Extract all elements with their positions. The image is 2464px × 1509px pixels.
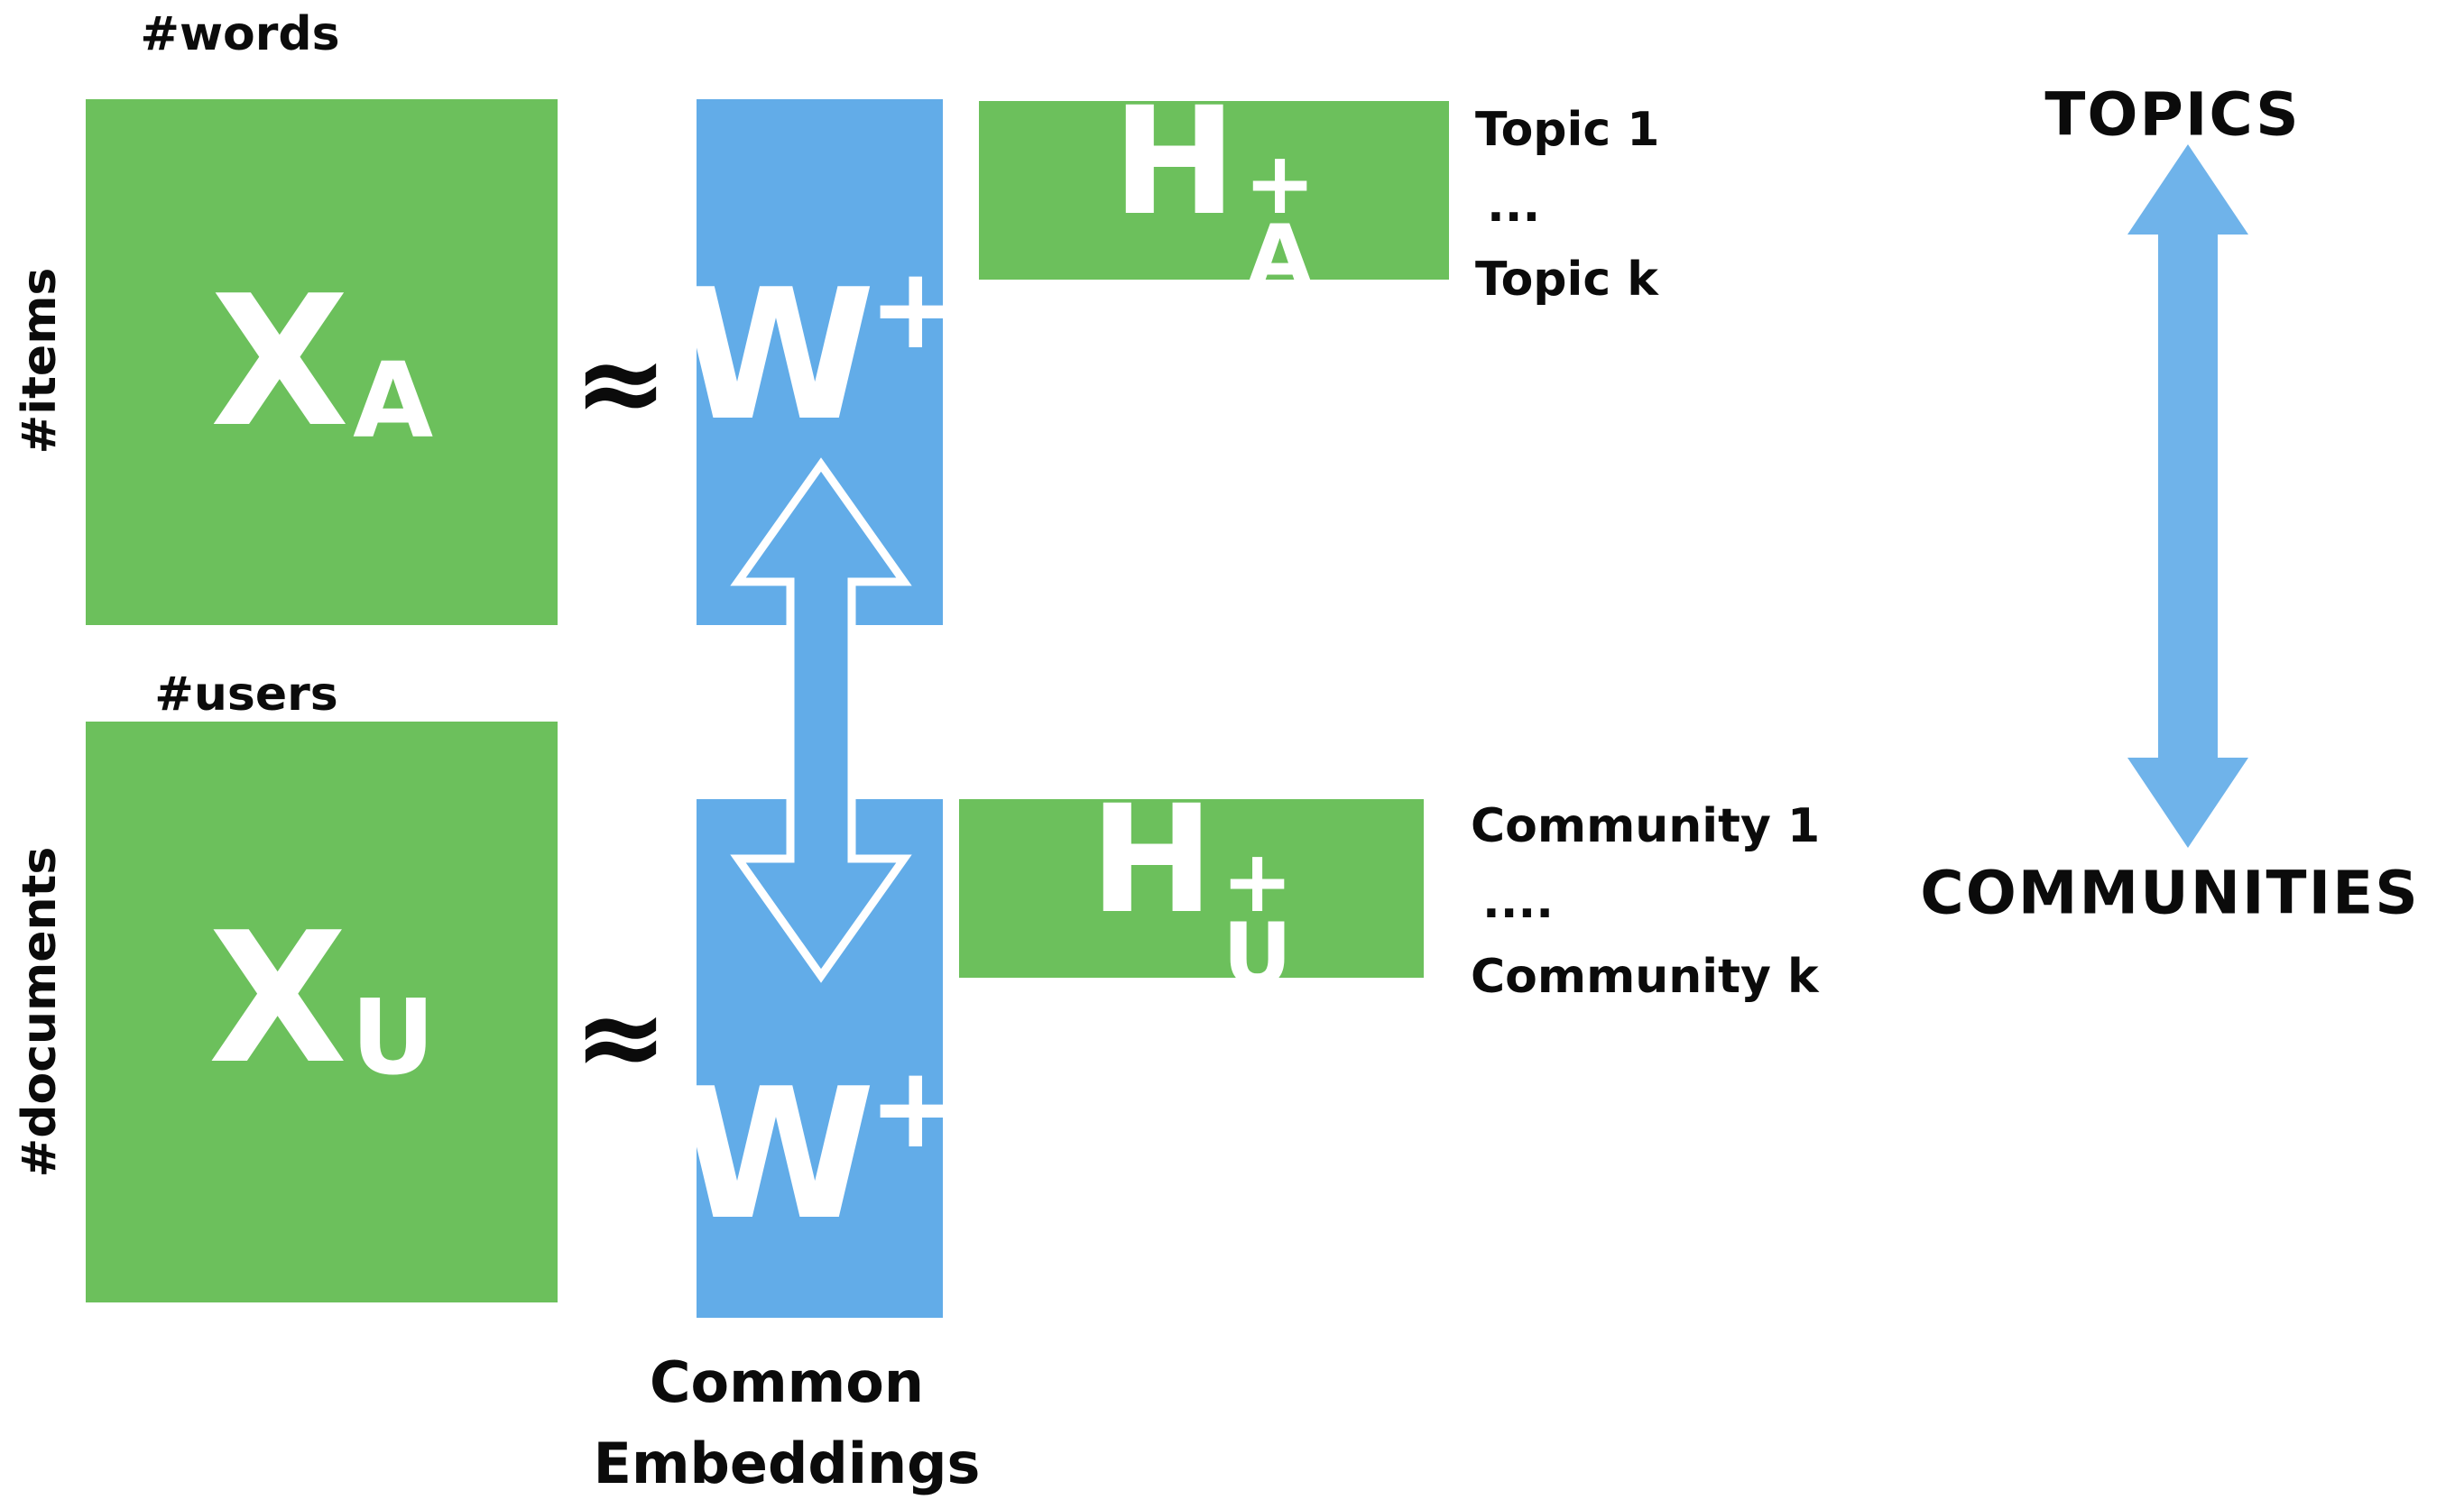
matrix-hu-label: H+U <box>1089 772 1294 1005</box>
matrix-xu: XU <box>86 722 558 1302</box>
matrix-xa: XA <box>86 99 558 625</box>
topic-1-label: Topic 1 <box>1475 103 1660 157</box>
shared-embeddings-arrow <box>730 457 912 983</box>
approx-symbol-bottom: ≈ <box>573 971 669 1103</box>
community-k-label: Community k <box>1471 950 1819 1004</box>
community-1-label: Community 1 <box>1471 799 1821 853</box>
items-dimension-label: #items <box>13 267 67 455</box>
matrix-ha-label: H+A <box>1112 74 1316 307</box>
matrix-w-top-label: W+ <box>676 244 964 461</box>
words-dimension-label: #words <box>140 7 340 61</box>
matrix-hu: H+U <box>959 785 1424 998</box>
topics-title: TOPICS <box>2044 79 2301 150</box>
users-dimension-label: #users <box>154 667 338 722</box>
common-embeddings-line2: Embeddings <box>593 1431 981 1496</box>
communities-title: COMMUNITIES <box>1920 858 2420 928</box>
topic-k-label: Topic k <box>1475 253 1658 307</box>
matrix-xa-label: XA <box>209 256 434 467</box>
documents-dimension-label: #documents <box>13 846 67 1178</box>
common-embeddings-line1: Common <box>649 1349 925 1415</box>
matrix-xu-label: XU <box>208 894 436 1104</box>
topics-communities-arrow <box>2127 144 2248 848</box>
matrix-ha: H+A <box>979 87 1449 299</box>
topic-ellipsis: ... <box>1487 179 1541 233</box>
approx-symbol-top: ≈ <box>573 317 669 449</box>
matrix-w-bottom-label: W+ <box>676 1043 964 1260</box>
community-ellipsis: .... <box>1482 875 1555 929</box>
matrix-w-bottom: W+ <box>677 799 963 1318</box>
common-embeddings-caption: Common Embeddings <box>594 1342 981 1504</box>
